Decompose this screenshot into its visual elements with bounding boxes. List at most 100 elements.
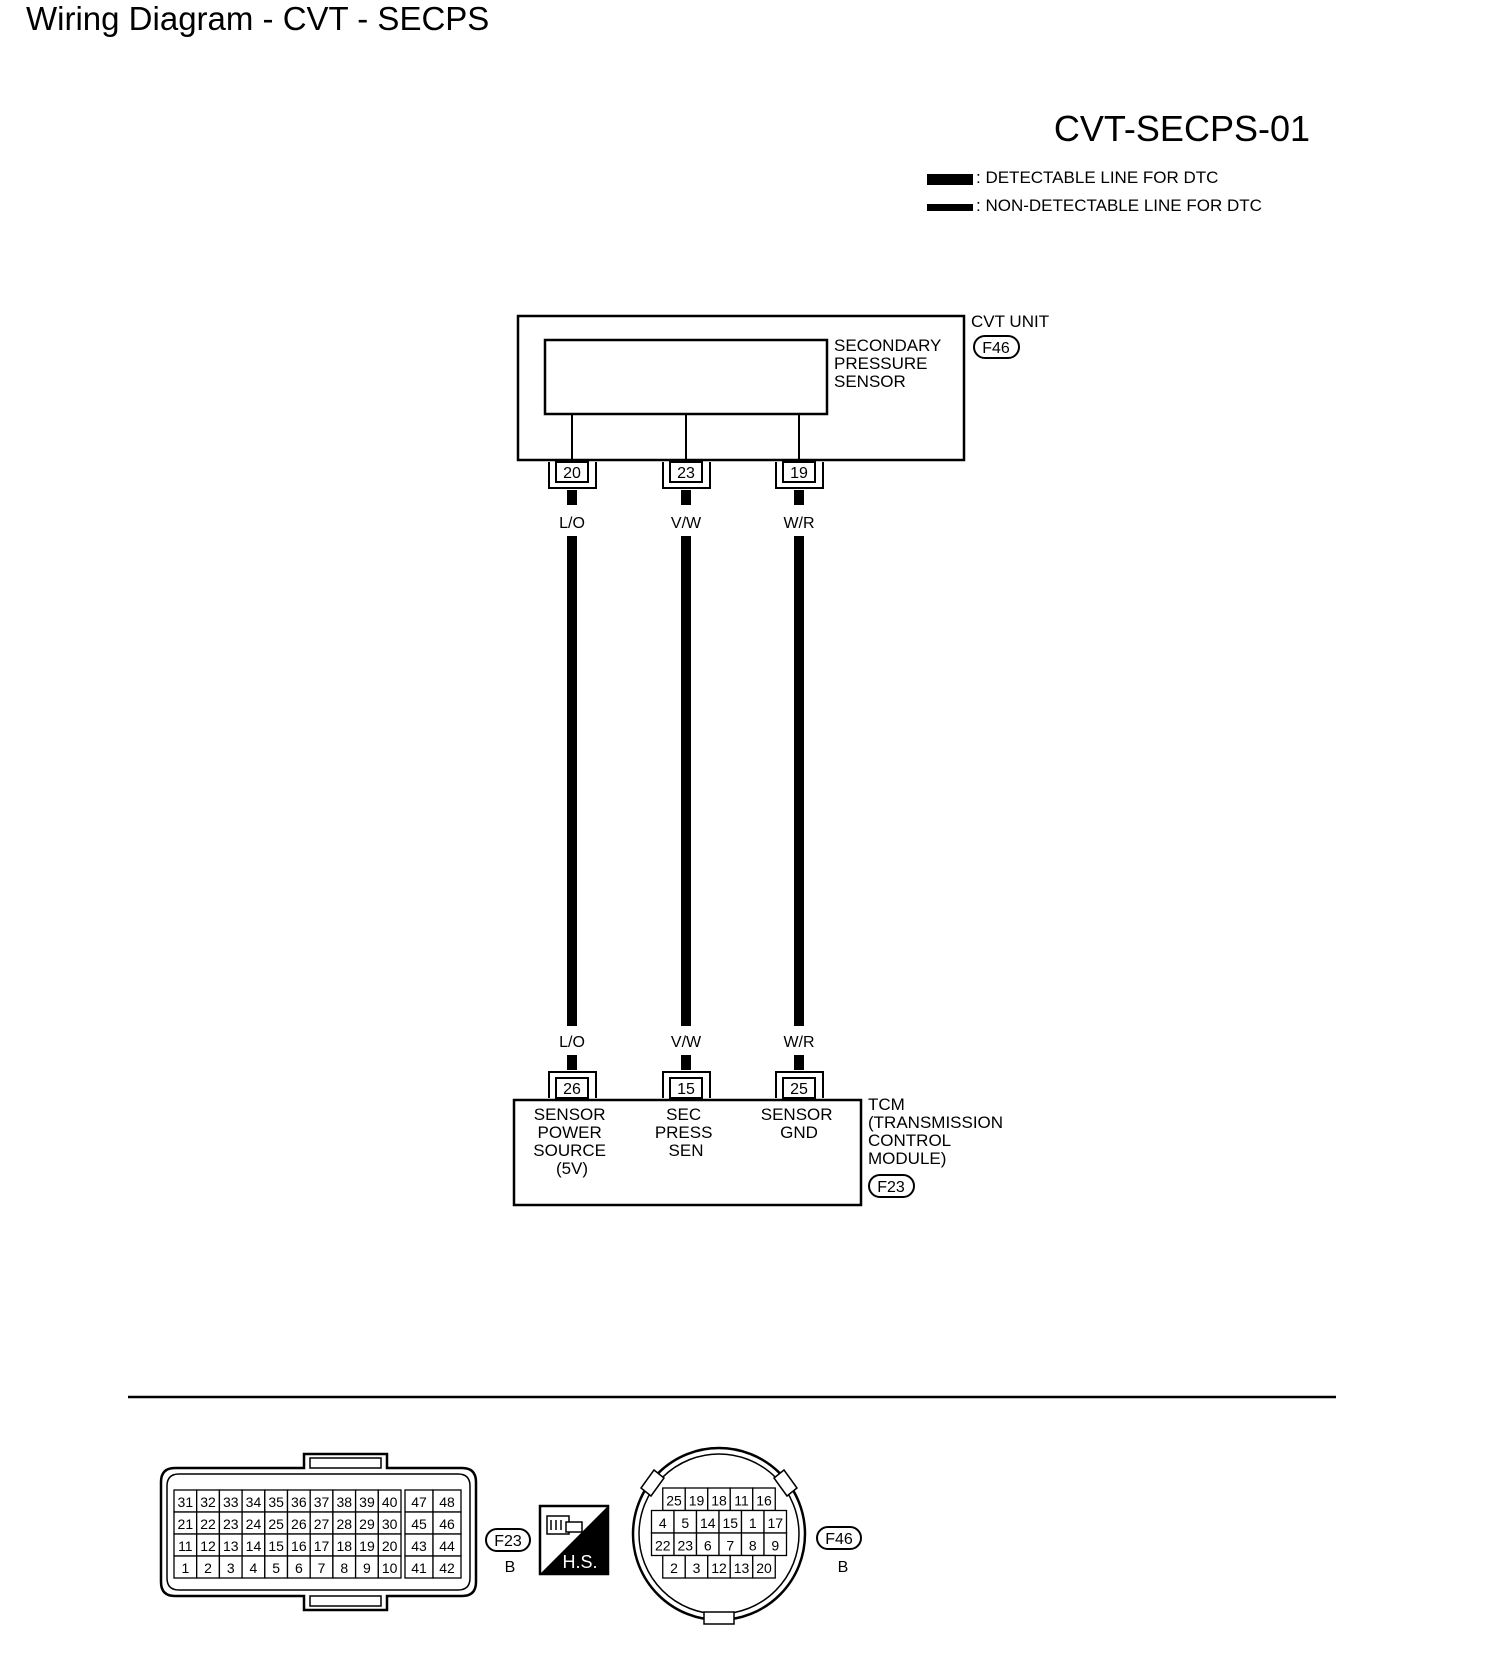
f46-pin-20: 20 — [752, 1554, 776, 1579]
svg-text:9: 9 — [363, 1560, 371, 1576]
f23-pin-2: 2 — [196, 1555, 221, 1579]
svg-text:29: 29 — [359, 1516, 375, 1532]
f46-pin-8: 8 — [740, 1532, 765, 1557]
f23-pin-9: 9 — [354, 1555, 379, 1579]
svg-text:23: 23 — [677, 465, 695, 482]
page-title: Wiring Diagram - CVT - SECPS — [26, 0, 490, 37]
svg-text:21: 21 — [178, 1516, 194, 1532]
f23-pin-31: 31 — [173, 1489, 198, 1513]
svg-text:22: 22 — [655, 1538, 671, 1554]
svg-text:2: 2 — [670, 1560, 678, 1576]
svg-text:6: 6 — [704, 1538, 712, 1554]
f46-pin-22: 22 — [650, 1532, 675, 1557]
svg-text:13: 13 — [734, 1560, 750, 1576]
svg-text:28: 28 — [336, 1516, 352, 1532]
f46-pin-6: 6 — [695, 1532, 720, 1557]
svg-text:39: 39 — [359, 1494, 375, 1510]
f46-pin-15: 15 — [718, 1509, 743, 1534]
legend-detectable: : DETECTABLE LINE FOR DTC — [927, 168, 1219, 188]
svg-text:47: 47 — [411, 1494, 427, 1510]
f23-pin-1: 1 — [173, 1555, 198, 1579]
svg-text:31: 31 — [178, 1494, 194, 1510]
svg-text:41: 41 — [411, 1560, 427, 1576]
wire-w-r: W/R W/R — [783, 490, 815, 1070]
f46-pin-4: 4 — [650, 1509, 675, 1534]
f23-pin-35: 35 — [264, 1489, 289, 1513]
f23-pin-24: 24 — [241, 1511, 266, 1535]
svg-text:27: 27 — [314, 1516, 330, 1532]
svg-text:19: 19 — [689, 1493, 705, 1509]
svg-text:12: 12 — [200, 1538, 216, 1554]
f23-pin-15: 15 — [264, 1533, 289, 1557]
svg-text:16: 16 — [291, 1538, 307, 1554]
tcm-terminal-26: 26 — [548, 1071, 597, 1099]
f23-pin-7: 7 — [309, 1555, 334, 1579]
svg-text:6: 6 — [295, 1560, 303, 1576]
svg-text:36: 36 — [291, 1494, 307, 1510]
harness-side-icon: H.S. — [538, 1504, 610, 1576]
f46-pin-14: 14 — [695, 1509, 720, 1534]
f23-pin-25: 25 — [264, 1511, 289, 1535]
svg-text:W/R: W/R — [783, 515, 814, 532]
secondary-pressure-sensor-box — [543, 338, 829, 416]
svg-text:18: 18 — [336, 1538, 352, 1554]
svg-text:3: 3 — [693, 1560, 701, 1576]
f23-pin-28: 28 — [332, 1511, 357, 1535]
f23-pin-26: 26 — [286, 1511, 311, 1535]
svg-text:46: 46 — [439, 1516, 455, 1532]
svg-text:25: 25 — [790, 1081, 808, 1098]
cvt-connector-id: F46 — [982, 340, 1010, 357]
tcm-terminal-25: 25 — [775, 1071, 824, 1099]
f46-pin-25: 25 — [662, 1487, 686, 1512]
svg-text:15: 15 — [677, 1081, 695, 1098]
svg-text:2: 2 — [204, 1560, 212, 1576]
svg-text:3: 3 — [227, 1560, 235, 1576]
svg-text:17: 17 — [767, 1515, 783, 1531]
svg-text:48: 48 — [439, 1494, 455, 1510]
svg-text:8: 8 — [340, 1560, 348, 1576]
f46-pin-12: 12 — [707, 1554, 731, 1579]
svg-text:33: 33 — [223, 1494, 239, 1510]
svg-text:20: 20 — [756, 1560, 772, 1576]
svg-text:9: 9 — [771, 1538, 779, 1554]
f23-pin-29: 29 — [354, 1511, 379, 1535]
tcm-label: TCM (TRANSMISSION CONTROL MODULE) — [868, 1095, 1008, 1168]
svg-text:4: 4 — [250, 1560, 258, 1576]
svg-text:14: 14 — [700, 1515, 716, 1531]
tcm-function-sensor-power: SENSOR POWER SOURCE (5V) — [533, 1105, 610, 1178]
f23-connector-color: B — [505, 1559, 516, 1576]
detectable-line-swatch — [927, 174, 973, 185]
f23-pin-23: 23 — [218, 1511, 243, 1535]
svg-text:12: 12 — [711, 1560, 727, 1576]
f46-connector-badge — [816, 1526, 862, 1550]
f23-pin-11: 11 — [173, 1533, 198, 1557]
diagram-code: CVT-SECPS-01 — [1053, 108, 1310, 149]
cvt-connector-badge — [973, 335, 1020, 359]
f46-pin-16: 16 — [752, 1487, 776, 1512]
f46-pin-1: 1 — [740, 1509, 765, 1534]
cvt-terminal-19: 19 — [775, 461, 824, 489]
f23-pin-21: 21 — [173, 1511, 198, 1535]
legend-detectable-label: : DETECTABLE LINE FOR DTC — [976, 168, 1219, 187]
svg-text:4: 4 — [659, 1515, 667, 1531]
legend-nondetectable-label: : NON-DETECTABLE LINE FOR DTC — [976, 196, 1262, 215]
f46-pin-13: 13 — [729, 1554, 754, 1579]
svg-text:L/O: L/O — [559, 1034, 585, 1051]
f23-pin-30: 30 — [377, 1511, 402, 1535]
svg-text:24: 24 — [246, 1516, 262, 1532]
svg-text:V/W: V/W — [671, 1034, 702, 1051]
svg-text:25: 25 — [268, 1516, 284, 1532]
f23-pin-14: 14 — [241, 1533, 266, 1557]
f23-pin-8: 8 — [332, 1555, 357, 1579]
svg-text:40: 40 — [382, 1494, 398, 1510]
f23-pin-4: 4 — [241, 1555, 266, 1579]
cvt-unit-box — [516, 314, 966, 462]
tcm-box — [512, 1098, 863, 1207]
non-detectable-line-swatch — [927, 204, 973, 211]
f23-pin-5: 5 — [264, 1555, 289, 1579]
svg-text:15: 15 — [722, 1515, 738, 1531]
svg-text:7: 7 — [726, 1538, 734, 1554]
f23-pin-42: 42 — [432, 1555, 462, 1579]
